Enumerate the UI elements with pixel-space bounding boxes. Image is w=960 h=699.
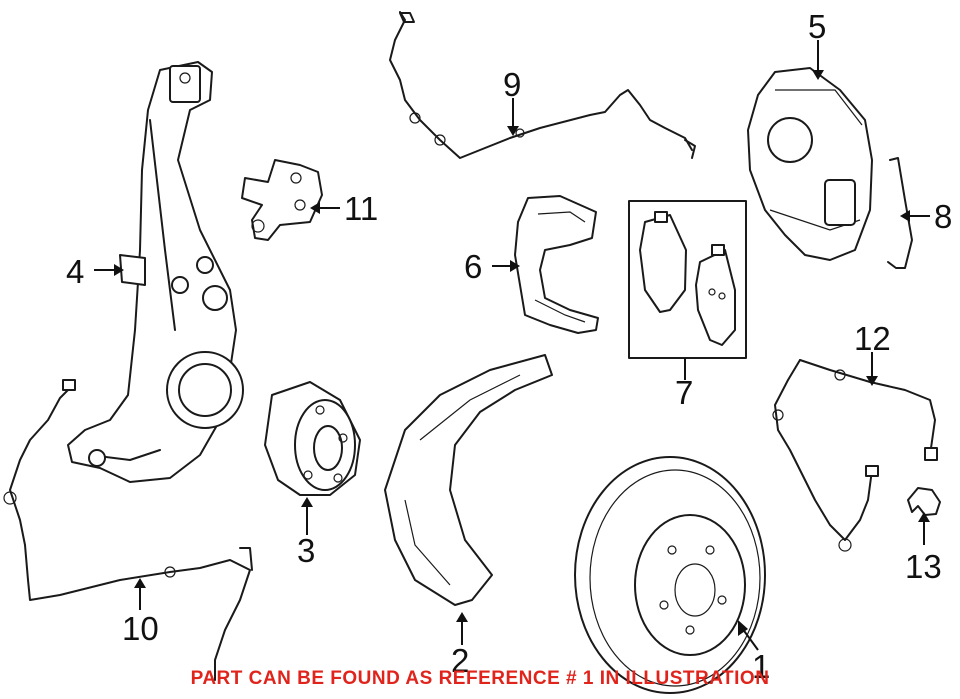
callout-9: 9 [503, 66, 521, 103]
anti-rattle-clip [887, 157, 913, 269]
callout-8: 8 [934, 198, 952, 235]
callout-2: 2 [451, 642, 469, 679]
reference-note: PART CAN BE FOUND AS REFERENCE # 1 IN IL… [190, 668, 770, 689]
callout-10: 10 [122, 610, 159, 647]
wheel-hub [264, 381, 361, 496]
callout-1: 1 [752, 648, 770, 685]
callout-12: 12 [854, 320, 891, 357]
steering-knuckle [67, 61, 244, 483]
dust-shield [384, 354, 553, 606]
callout-4: 4 [66, 253, 84, 290]
wheel-speed-sensor-lower [3, 379, 253, 681]
caliper-carrier [514, 195, 599, 334]
brake-caliper [747, 67, 873, 261]
callout-6: 6 [464, 248, 482, 285]
callout-3: 3 [297, 532, 315, 569]
wheel-speed-sensor-right [772, 359, 938, 552]
brake-rotor [574, 456, 766, 694]
wear-sensor-upper [389, 11, 696, 159]
mounting-bracket [241, 159, 323, 241]
callout-leaders [94, 40, 930, 651]
brake-pads-kit [628, 200, 747, 359]
callout-13: 13 [905, 548, 942, 585]
callout-5: 5 [808, 8, 826, 45]
callout-7: 7 [675, 374, 693, 411]
sensor-clip [907, 487, 941, 516]
callout-11: 11 [344, 190, 378, 227]
